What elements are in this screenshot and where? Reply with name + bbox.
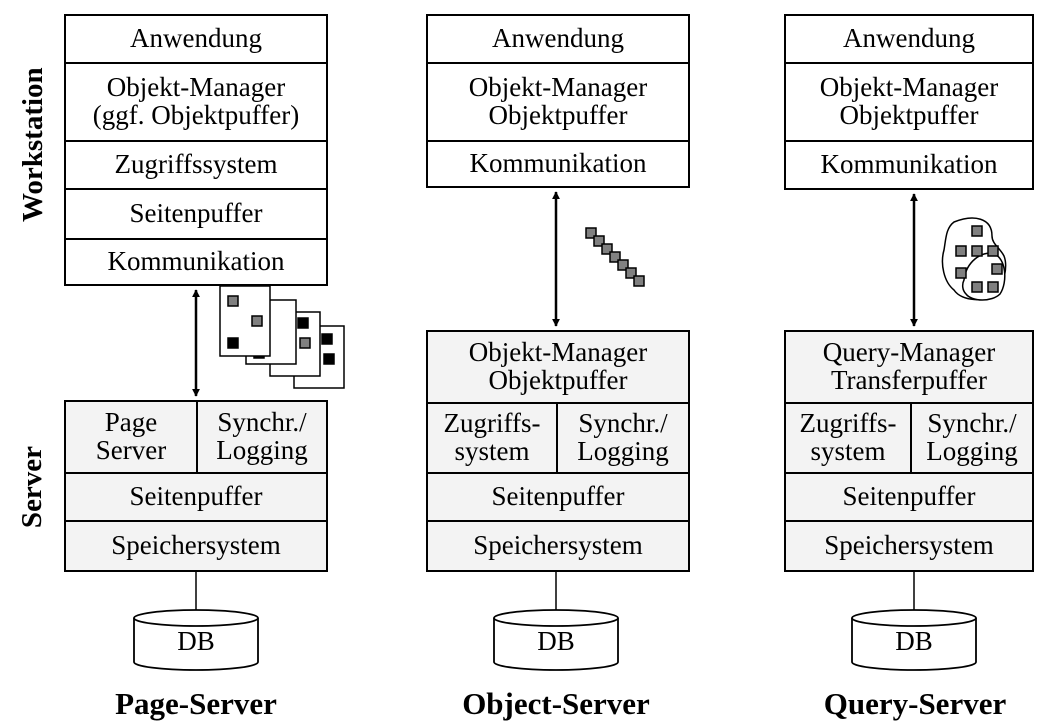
ws-anwendung: Anwendung — [784, 14, 1034, 64]
sv-objekt-manager: Objekt-Manager Objektpuffer — [426, 330, 690, 404]
sv-speichersystem: Speichersystem — [426, 522, 690, 572]
ws-objekt-manager: Objekt-Manager Objektpuffer — [784, 64, 1034, 142]
database-cylinder-icon — [493, 609, 619, 671]
ws-kommunikation: Kommunikation — [426, 142, 690, 188]
ws-zugriffssystem: Zugriffssystem — [64, 142, 328, 190]
db-label: DB — [537, 626, 575, 656]
sv-seitenpuffer: Seitenpuffer — [426, 474, 690, 522]
object-chain-icon — [585, 227, 645, 287]
ws-anwendung: Anwendung — [64, 14, 328, 64]
query-server-title: Query-Server — [823, 686, 1007, 721]
ws-kommunikation: Kommunikation — [784, 142, 1034, 190]
sv-synchr-logging: Synchr./ Logging — [556, 404, 690, 474]
sv-speichersystem: Speichersystem — [64, 522, 328, 572]
ws-objekt-manager: Objekt-Manager (ggf. Objektpuffer) — [64, 64, 328, 142]
database-cylinder-icon — [851, 609, 977, 671]
sv-query-manager: Query-Manager Transferpuffer — [784, 330, 1034, 404]
sv-zugriffssystem: Zugriffs- system — [426, 404, 558, 474]
sv-seitenpuffer: Seitenpuffer — [64, 474, 328, 522]
sv-zugriffssystem: Zugriffs- system — [784, 404, 912, 474]
database-cylinder-icon — [133, 609, 259, 671]
sv-seitenpuffer: Seitenpuffer — [784, 474, 1034, 522]
ws-seitenpuffer: Seitenpuffer — [64, 190, 328, 240]
sv-speichersystem: Speichersystem — [784, 522, 1034, 572]
sv-synchr-logging: Synchr./ Logging — [910, 404, 1034, 474]
sv-synchr-logging: Synchr./ Logging — [196, 400, 328, 474]
ws-kommunikation: Kommunikation — [64, 240, 328, 286]
ws-objekt-manager: Objekt-Manager Objektpuffer — [426, 64, 690, 142]
object-server-title: Object-Server — [462, 686, 650, 721]
db-label: DB — [177, 626, 215, 656]
page-server-title: Page-Server — [115, 686, 277, 721]
ws-anwendung: Anwendung — [426, 14, 690, 64]
object-set-icon — [941, 217, 1007, 301]
page-stack-icon — [219, 285, 345, 389]
db-label: DB — [895, 626, 933, 656]
